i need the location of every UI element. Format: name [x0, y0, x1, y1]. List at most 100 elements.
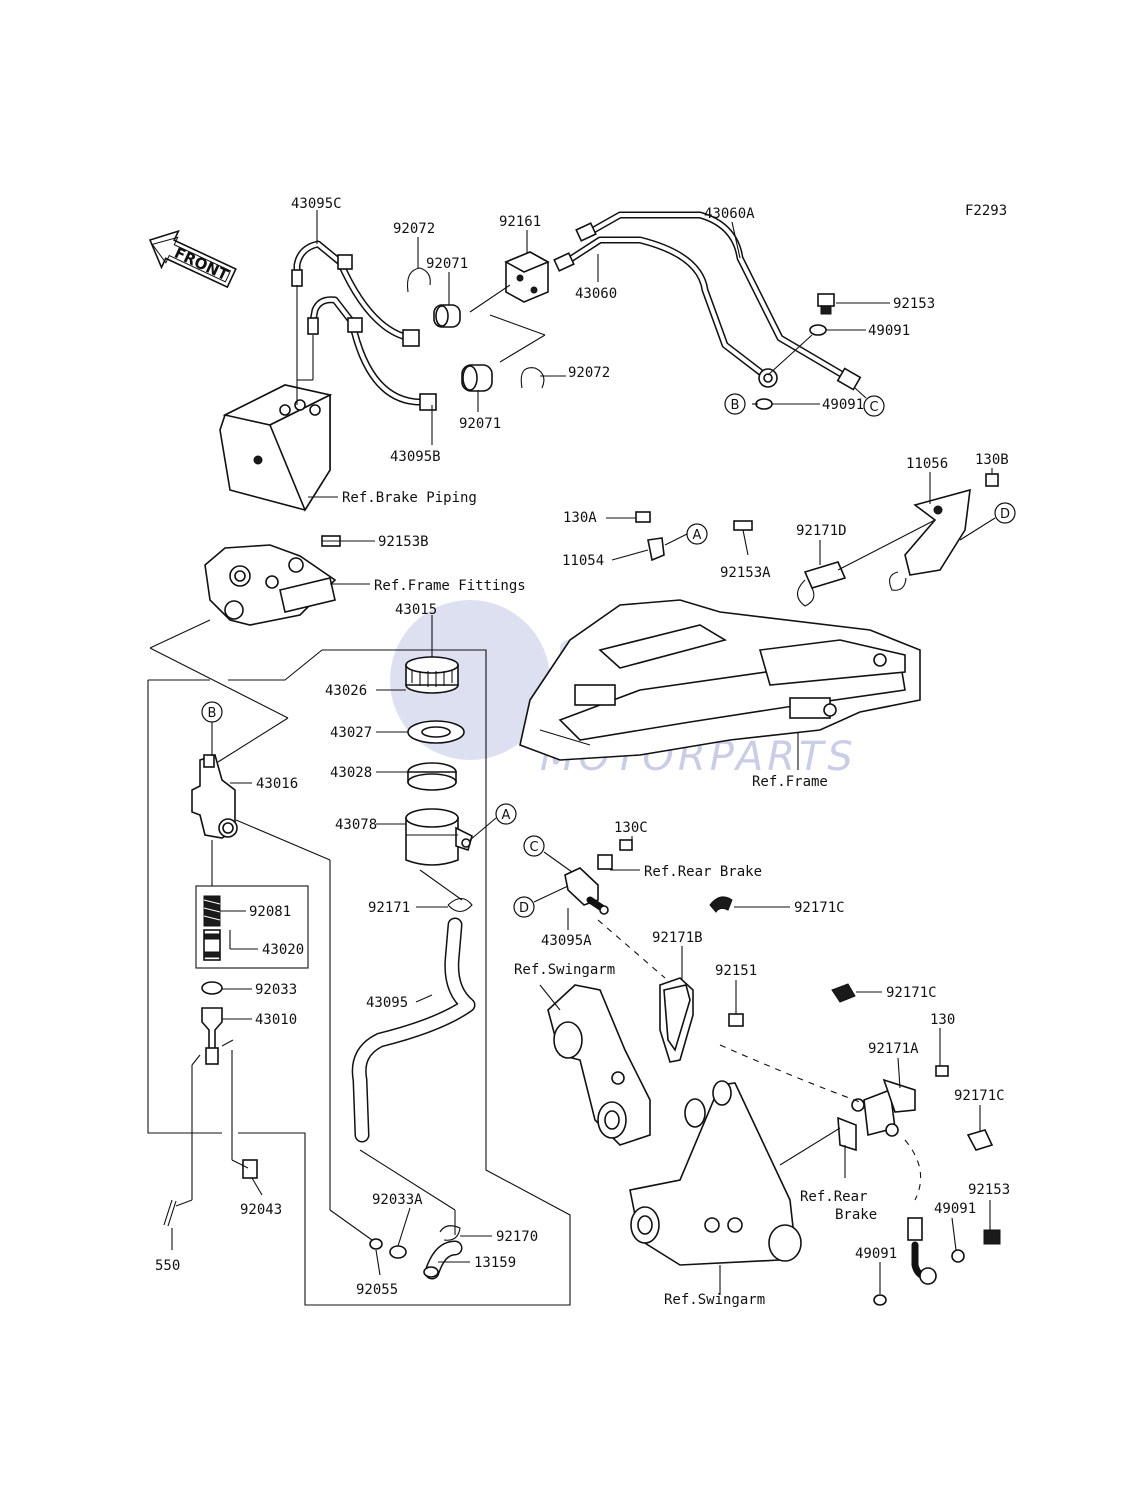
label-49091-lower: 49091 [822, 397, 864, 413]
label-130: 130 [930, 1012, 955, 1028]
label-11056: 11056 [906, 456, 948, 472]
reservoir-43078 [405, 808, 473, 866]
sensor-assembly-92171A [837, 1078, 916, 1152]
label-92153-rear: 92153 [968, 1182, 1010, 1198]
diaphragm-43028 [407, 762, 457, 791]
svg-text:B: B [208, 706, 217, 721]
callout-C-sensor: C [523, 835, 545, 857]
plate-43027 [407, 720, 465, 744]
banjo-bolt-92153 [817, 293, 835, 315]
label-92072-upper: 92072 [393, 221, 435, 237]
label-13159: 13159 [474, 1255, 516, 1271]
label-92071-upper: 92071 [426, 256, 468, 272]
ref-frame: Ref.Frame [752, 774, 828, 790]
label-92171B: 92171B [652, 930, 703, 946]
assembly-outline [147, 619, 571, 1306]
svg-text:B: B [731, 398, 740, 413]
svg-text:C: C [529, 840, 538, 855]
label-130A: 130A [563, 510, 597, 526]
ref-swingarm-bottom: Ref.Swingarm [664, 1292, 765, 1308]
label-92153-top: 92153 [893, 296, 935, 312]
brake-pipe-43060 [553, 236, 778, 388]
bolt-130C [619, 839, 633, 851]
label-43016: 43016 [256, 776, 298, 792]
brake-hose-43095C [291, 240, 420, 347]
bracket-11054 [647, 537, 665, 562]
rear-brake-hose [904, 1139, 937, 1285]
washer-49091-rear-1 [951, 1249, 965, 1263]
label-92171D: 92171D [796, 523, 847, 539]
ref-swingarm-left: Ref.Swingarm [514, 962, 615, 978]
label-92171C-2: 92171C [886, 985, 937, 1001]
label-92171C-3: 92171C [954, 1088, 1005, 1104]
label-43060A: 43060A [704, 206, 755, 222]
bolt-130 [935, 1065, 949, 1077]
label-43027: 43027 [330, 725, 372, 741]
reservoir-cap-43026 [405, 656, 459, 694]
svg-text:D: D [519, 901, 529, 916]
front-arrow-icon: FRONT [148, 229, 237, 289]
master-cylinder-43016 [191, 753, 238, 839]
label-49091-upper: 49091 [868, 323, 910, 339]
bracket-92161 [504, 251, 550, 303]
bolt-130A [635, 511, 651, 523]
ref-rear-brake-top: Ref.Rear Brake [644, 864, 762, 880]
label-11054: 11054 [562, 553, 604, 569]
bolt-130B [985, 473, 999, 487]
label-92170: 92170 [496, 1229, 538, 1245]
guard-92171B [659, 977, 694, 1063]
spring-92081 [203, 895, 221, 927]
ref-brake-piping: Ref.Brake Piping [342, 490, 477, 506]
bracket-11056 [889, 488, 971, 591]
clamp-92171C-2 [831, 983, 856, 1003]
label-92153A: 92153A [720, 565, 771, 581]
label-43095C: 43095C [291, 196, 342, 212]
label-43095B: 43095B [390, 449, 441, 465]
abs-unit [219, 384, 333, 512]
washer-49091-upper [809, 324, 827, 336]
label-43020: 43020 [262, 942, 304, 958]
clamp-92170 [439, 1225, 461, 1241]
label-43060: 43060 [575, 286, 617, 302]
piston-spring-kit [195, 885, 309, 969]
clip-92072-upper [406, 267, 431, 293]
washer-92033A [389, 1245, 407, 1259]
label-43095A: 43095A [541, 933, 592, 949]
callout-A-top: A [686, 523, 708, 545]
swingarm-bottom [629, 1080, 802, 1266]
cotter-pin-550 [163, 1199, 177, 1227]
label-130B: 130B [975, 452, 1009, 468]
label-43095: 43095 [366, 995, 408, 1011]
label-43028: 43028 [330, 765, 372, 781]
clamp-92171 [447, 897, 473, 913]
label-92081: 92081 [249, 904, 291, 920]
piston-43020 [203, 929, 221, 961]
watermark-globe [390, 600, 550, 760]
label-130C: 130C [614, 820, 648, 836]
frame-fitting-bracket [204, 544, 337, 626]
oring-92055 [369, 1238, 383, 1250]
bolt-92153-rear [983, 1229, 1001, 1245]
rear-frame [519, 599, 921, 761]
washer-49091-rear-2 [873, 1294, 887, 1306]
ref-rear-brake-bottom-1: Ref.Rear [800, 1189, 867, 1205]
clamp-92171C-1 [709, 896, 733, 913]
swingarm-left [547, 984, 651, 1146]
label-92055: 92055 [356, 1282, 398, 1298]
clamp-92171D [796, 561, 847, 607]
label-92171C-1: 92171C [794, 900, 845, 916]
svg-text:A: A [693, 528, 702, 543]
grommet-92071-lower [461, 364, 493, 392]
grommet-92071-upper [433, 304, 461, 328]
circlip-92033 [201, 981, 223, 995]
label-92033: 92033 [255, 982, 297, 998]
bolt-92153B [321, 535, 341, 547]
label-43015: 43015 [395, 602, 437, 618]
pin-92043 [242, 1159, 258, 1179]
callout-C-top: C [863, 395, 885, 417]
label-92043: 92043 [240, 1202, 282, 1218]
reservoir-hose-43095 [351, 917, 476, 1143]
svg-text:C: C [869, 400, 878, 415]
sensor-43095A [564, 854, 613, 915]
